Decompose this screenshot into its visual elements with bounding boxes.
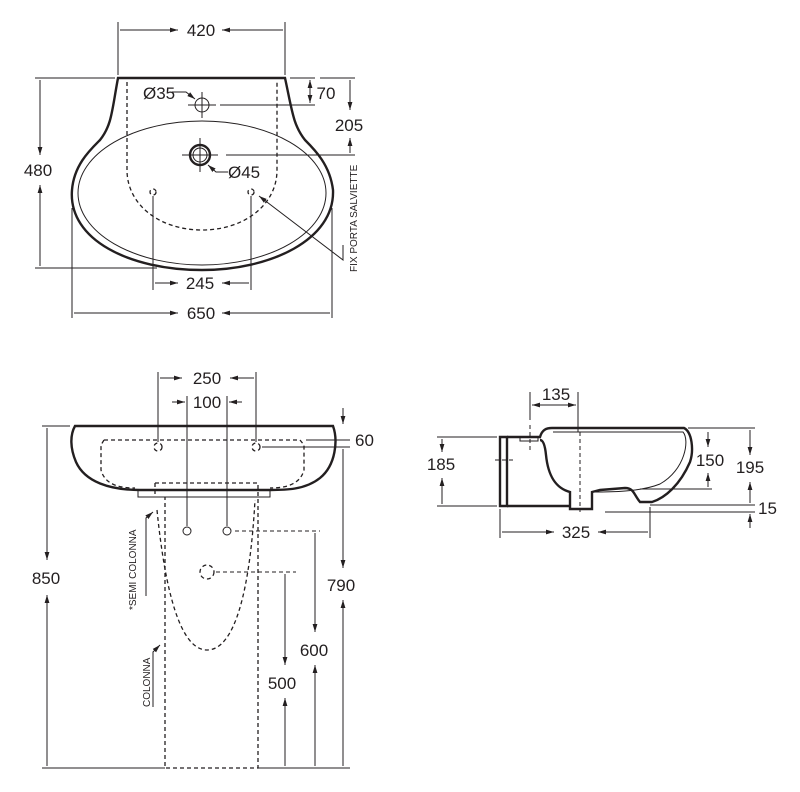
dim-850: 850 [32, 569, 60, 588]
waste-fitting [199, 564, 215, 580]
semi-column-hidden [156, 499, 256, 651]
dim-150: 150 [696, 451, 724, 470]
basin-outline-top [70, 76, 335, 272]
basin-outline-side [507, 426, 694, 511]
column-hidden [154, 482, 259, 769]
towel-fix-hole-left [149, 188, 157, 196]
towel-fix-hole-right [247, 188, 255, 196]
dim-250: 250 [193, 369, 221, 388]
wall-plate [498, 435, 509, 508]
side-view: 135 185 150 195 15 325 [427, 385, 777, 542]
dim-135: 135 [542, 385, 570, 404]
semi-column-label: *SEMI COLONNA [128, 529, 139, 610]
dim-60: 60 [355, 431, 374, 450]
dim-205: 205 [335, 116, 363, 135]
dim-480: 480 [24, 161, 52, 180]
dim-100: 100 [193, 393, 221, 412]
dim-325: 325 [562, 523, 590, 542]
towel-rail-note: FIX PORTA SALVIETTE [349, 164, 360, 272]
dim-245: 245 [186, 274, 214, 293]
waste-diameter: Ø45 [228, 163, 260, 182]
dim-420: 420 [187, 21, 215, 40]
supply-fitting-right [222, 526, 232, 536]
dim-600: 600 [300, 641, 328, 660]
dim-15: 15 [758, 499, 777, 518]
basin-outline-front [70, 424, 337, 492]
column-label: COLONNA [142, 657, 153, 707]
dim-650: 650 [187, 304, 215, 323]
dim-70: 70 [317, 84, 336, 103]
dim-790: 790 [327, 576, 355, 595]
bowl-rim [77, 120, 327, 266]
dim-185: 185 [427, 455, 455, 474]
front-view: 250 100 60 850 790 600 500 *SEMI COLONNA… [32, 369, 374, 769]
top-view: 420 480 70 205 Ø35 Ø45 245 650 FIX PORTA… [24, 21, 363, 323]
dim-500: 500 [268, 674, 296, 693]
dim-195: 195 [736, 458, 764, 477]
tap-hole-diameter: Ø35 [143, 84, 175, 103]
supply-fitting-left [182, 526, 192, 536]
column-outline-hidden [126, 82, 278, 231]
